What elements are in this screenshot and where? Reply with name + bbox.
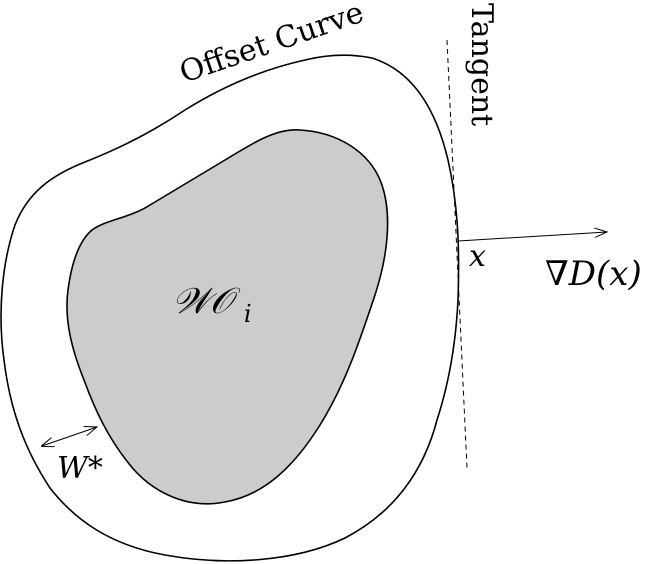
gradient-arrow bbox=[457, 232, 607, 242]
offset-curve-label: Offset Curve bbox=[175, 0, 368, 91]
tangent-line bbox=[446, 39, 468, 469]
offset-curve bbox=[0, 54, 460, 562]
gradient-label: ∇D(x) bbox=[545, 254, 642, 294]
tangent-label: Tangent bbox=[464, 3, 499, 126]
obstacle-label-main: 𝒲𝒪 bbox=[172, 281, 241, 322]
point-label: x bbox=[469, 239, 486, 274]
obstacle-label-subscript: i bbox=[244, 300, 252, 328]
width-label: W* bbox=[57, 451, 103, 486]
obstacle-region bbox=[66, 129, 389, 505]
obstacle-label: 𝒲𝒪 i bbox=[172, 281, 252, 328]
width-arrow bbox=[42, 427, 97, 446]
